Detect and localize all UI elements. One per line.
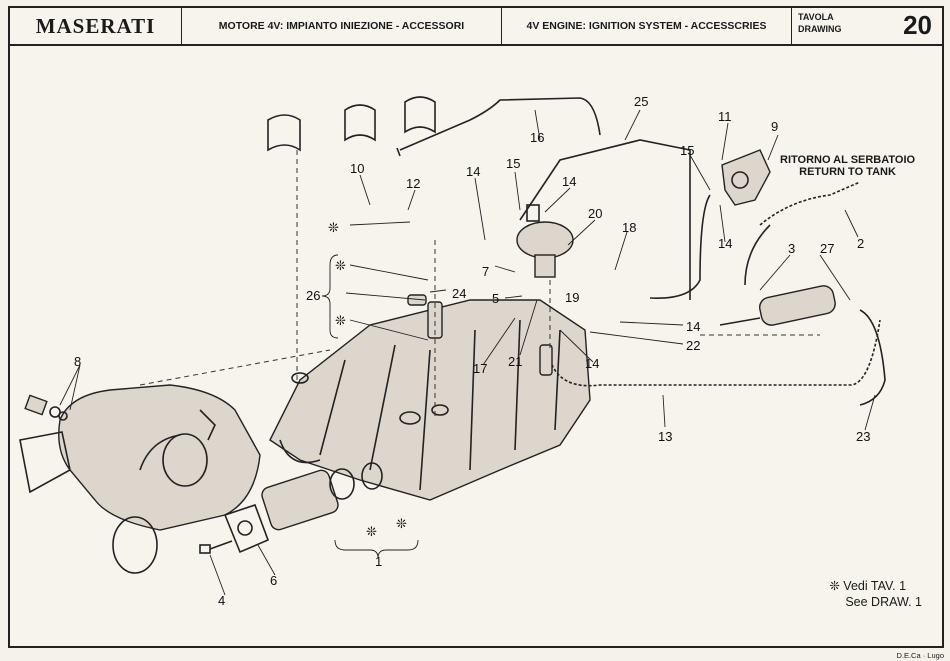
part-label-15a: 15: [506, 156, 520, 171]
return-to-tank-label: RITORNO AL SERBATOIO RETURN TO TANK: [780, 154, 915, 178]
flange-6: [223, 503, 270, 554]
svg-text:❊: ❊: [366, 524, 377, 539]
throttle-body-illustration: [19, 384, 261, 574]
heat-shields: [267, 96, 436, 152]
part-label-14c: 14: [718, 236, 732, 251]
fuel-pipe-25: [519, 139, 691, 300]
part-label-13: 13: [658, 429, 672, 444]
drawing-sheet: MASERATI MOTORE 4V: IMPIANTO INIEZIONE -…: [8, 6, 944, 648]
part-label-10: 10: [350, 161, 364, 176]
part-label-25: 25: [634, 94, 648, 109]
part-label-26: 26: [306, 288, 320, 303]
part-label-14a: 14: [466, 164, 480, 179]
alignment-lines: [139, 150, 820, 420]
part-label-19: 19: [565, 290, 579, 305]
footnote-english: See DRAW. 1: [845, 595, 922, 609]
hose-3: [744, 224, 771, 286]
sensor-9: [721, 149, 771, 206]
part-label-18: 18: [622, 220, 636, 235]
svg-text:❊: ❊: [335, 313, 346, 328]
part-label-11: 11: [718, 109, 732, 124]
brand-logo: MASERATI: [10, 8, 182, 44]
injectors: [407, 294, 553, 376]
sensor-8: [24, 394, 68, 421]
vacuum-hose-13: [549, 319, 881, 387]
footnote-italian: ❊ Vedi TAV. 1: [829, 579, 907, 593]
part-label-24: 24: [452, 286, 466, 301]
part-label-27: 27: [820, 241, 834, 256]
part-number-labels: 1 2 3 4 5 6 7 8 9 10 11 12 13 14 14 14 1…: [74, 94, 870, 608]
part-label-3: 3: [788, 241, 795, 256]
bolt-4: [199, 540, 233, 554]
svg-text:❊: ❊: [328, 220, 339, 235]
see-drawing-1-markers: ❊ ❊ ❊ ❊ ❊: [328, 220, 407, 539]
bracket-26: [321, 254, 339, 339]
intake-manifold-illustration: [269, 299, 591, 501]
part-label-16: 16: [530, 130, 544, 145]
part-label-4: 4: [218, 593, 225, 608]
tavola-label: TAVOLA: [798, 12, 834, 22]
part-label-7: 7: [482, 264, 489, 279]
pressure-regulator-20: [516, 204, 574, 278]
part-label-14e: 14: [585, 356, 599, 371]
fuel-pipe-15: [649, 194, 711, 299]
part-label-8: 8: [74, 354, 81, 369]
part-label-23: 23: [856, 429, 870, 444]
drawing-number-labels: TAVOLA DRAWING: [798, 11, 842, 35]
idle-actuator-1: [261, 462, 383, 531]
return-hose-2: [759, 181, 861, 226]
part-label-12: 12: [406, 176, 420, 191]
part-label-15b: 15: [680, 143, 694, 158]
part-label-20: 20: [588, 206, 602, 221]
part-label-5: 5: [492, 291, 499, 306]
svg-text:❊: ❊: [335, 258, 346, 273]
part-label-22: 22: [686, 338, 700, 353]
part-label-21: 21: [508, 354, 522, 369]
title-english: 4V ENGINE: IGNITION SYSTEM - ACCESSCRIES: [502, 8, 792, 44]
return-label-english: RETURN TO TANK: [799, 166, 896, 178]
part-label-14d: 14: [686, 319, 700, 334]
filter-27: [719, 285, 836, 326]
title-block: MASERATI MOTORE 4V: IMPIANTO INIEZIONE -…: [10, 8, 942, 46]
leader-lines: [59, 109, 876, 596]
drawing-number: 20: [903, 10, 932, 40]
part-label-1: 1: [375, 554, 382, 569]
hose-23: [859, 309, 886, 406]
part-label-6: 6: [270, 573, 277, 588]
drawing-label: DRAWING: [798, 24, 842, 34]
bracket-1: [334, 539, 419, 559]
publisher-credit: D.E.Ca · Lugo: [896, 651, 944, 660]
part-label-2: 2: [857, 236, 864, 251]
drawing-number-cell: TAVOLA DRAWING 20: [792, 8, 944, 44]
see-drawing-footnote: ❊ Vedi TAV. 1 See DRAW. 1: [829, 578, 922, 610]
part-label-9: 9: [771, 119, 778, 134]
fuel-rail-16: [396, 97, 601, 157]
svg-text:❊: ❊: [396, 516, 407, 531]
part-label-14b: 14: [562, 174, 576, 189]
part-label-17: 17: [473, 361, 487, 376]
title-italian: MOTORE 4V: IMPIANTO INIEZIONE - ACCESSOR…: [182, 8, 502, 44]
return-label-italian: RITORNO AL SERBATOIO: [780, 154, 916, 166]
